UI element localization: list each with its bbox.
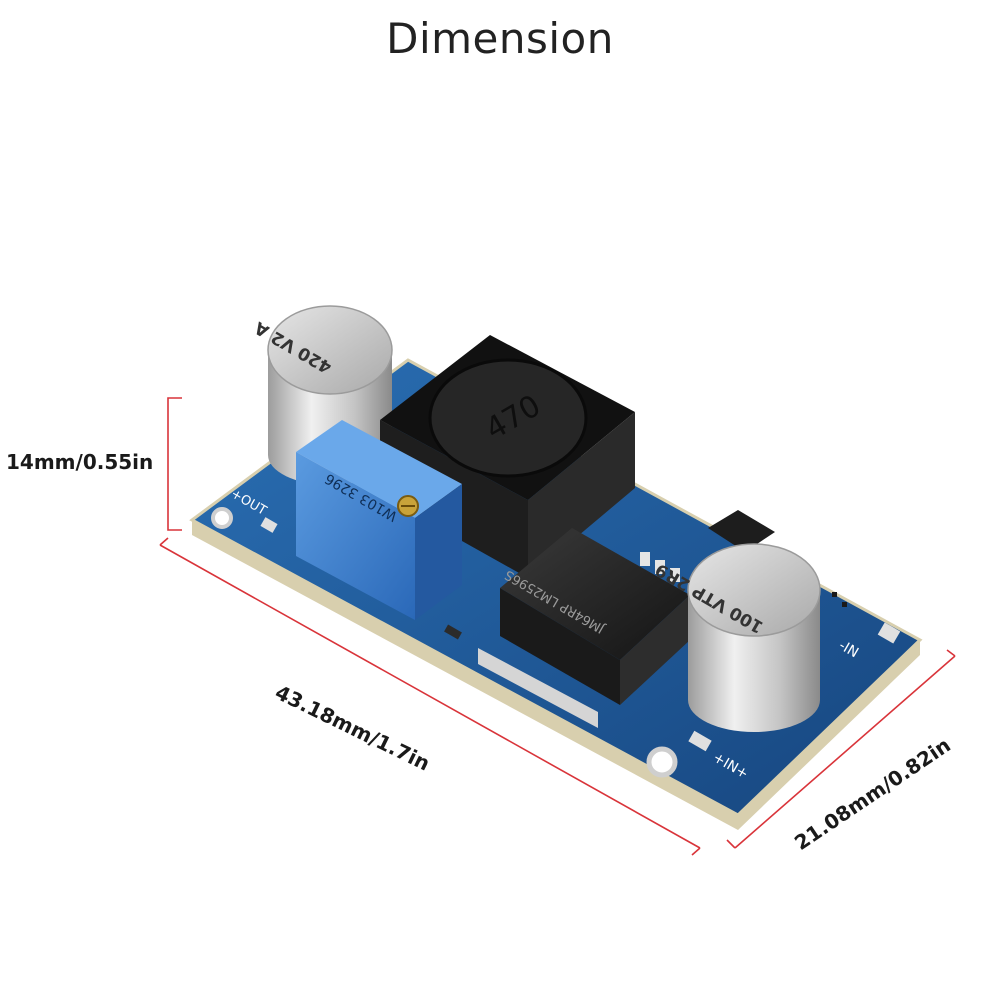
mounting-hole <box>211 507 233 529</box>
height-dimension-label: 14mm/0.55in <box>6 450 154 474</box>
width-line <box>734 655 956 849</box>
dimension-lines <box>159 397 956 856</box>
length-line <box>159 544 701 849</box>
mounting-hole <box>646 746 678 778</box>
regulator-chip: JM64RP LM2596S <box>478 528 690 728</box>
trimmer-potentiometer: W103 3296 <box>296 420 462 620</box>
page-title: Dimension <box>386 14 614 63</box>
height-bracket <box>167 397 182 531</box>
diode <box>708 510 775 552</box>
